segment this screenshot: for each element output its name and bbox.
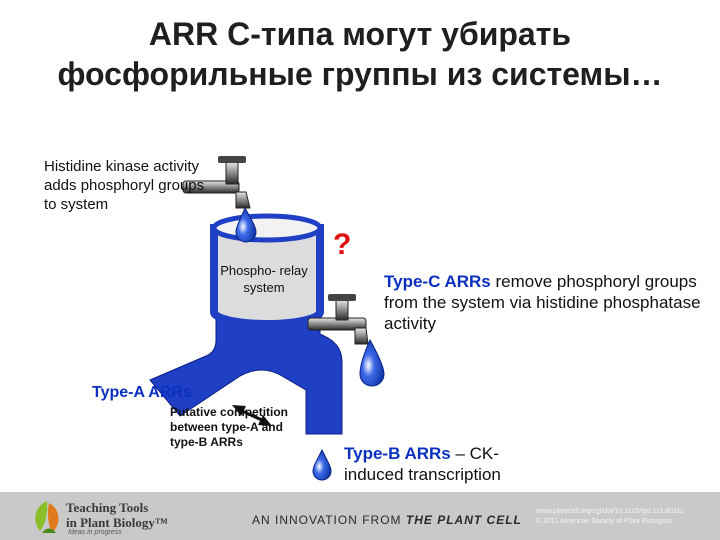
innovation-credit: AN INNOVATION FROM THE PLANT CELL [252, 513, 522, 527]
faucet-icon [182, 156, 251, 209]
page-title: ARR C-типа могут убирать фосфорильные гр… [0, 14, 720, 94]
relay-tank [210, 224, 324, 328]
logo-line-1: Teaching Tools [66, 500, 149, 515]
type-b-text: – CK-induced transcription [344, 444, 501, 484]
y-pipe [149, 311, 343, 435]
title-line-1: ARR C-типа могут убирать [148, 16, 572, 52]
footer-bar [0, 492, 720, 540]
type-b-name: Type-B ARRs [344, 444, 451, 463]
water-drop-icon [312, 448, 332, 481]
type-c-name: Type-C ARRs [384, 272, 491, 291]
type-b-description: Type-B ARRs – CK-induced transcription [344, 443, 544, 485]
relay-system-label: Phospho- relay system [220, 263, 308, 295]
innovation-prefix: AN INNOVATION FROM [252, 513, 406, 527]
putative-competition-label: Putative competition between type-A and … [170, 405, 289, 449]
logo-line-3: Ideas in progress [68, 529, 122, 536]
innovation-brand: THE PLANT CELL [405, 513, 522, 527]
double-arrow-icon [232, 405, 272, 426]
title-line-2: фосфорильные группы из системы… [57, 56, 663, 92]
logo-line-2: in Plant Biology™ [66, 515, 168, 530]
histidine-kinase-label: Histidine kinase activity adds phosphory… [44, 158, 205, 213]
water-drop-icon [359, 338, 385, 387]
credit-url[interactable]: www.plantcell.org/cgi/doi/10.1105/tpc.11… [536, 508, 684, 515]
type-a-label: Type-A ARRs [92, 384, 192, 401]
question-mark: ? [333, 228, 352, 261]
tank-top [211, 213, 323, 243]
faucet-icon [307, 294, 369, 345]
water-drop-icon [235, 206, 257, 243]
type-c-description: Type-C ARRs remove phosphoryl groups fro… [384, 271, 714, 334]
type-c-text: remove phosphoryl groups from the system… [384, 272, 701, 333]
credit-copyright: © 2011 American Society of Plant Biologi… [536, 518, 672, 525]
leaf-logo-icon [35, 501, 59, 533]
